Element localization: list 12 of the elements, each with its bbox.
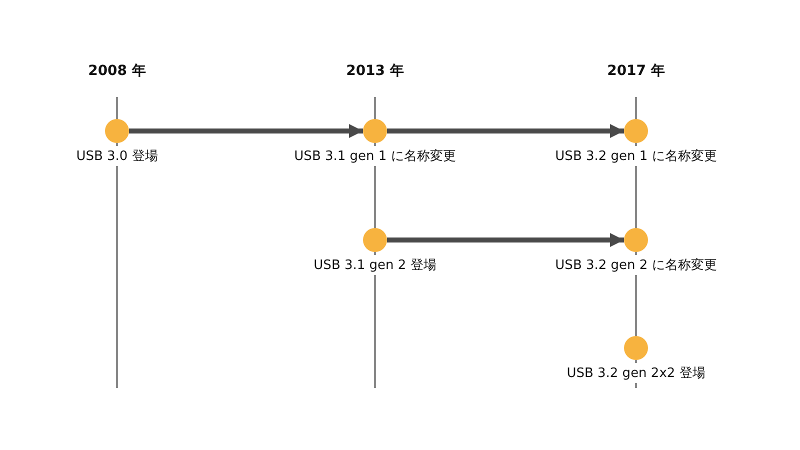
year-label: 2013 年 [346,62,404,80]
milestone-label: USB 3.2 gen 2x2 登場 [564,363,708,383]
arrow [387,233,624,247]
milestone-label: USB 3.0 登場 [74,146,160,166]
arrow [129,124,363,138]
year-label: 2008 年 [88,62,146,80]
year-label: 2017 年 [607,62,665,80]
milestone-label: USB 3.2 gen 1 に名称変更 [553,146,719,166]
milestone-label: USB 3.1 gen 2 登場 [312,255,438,275]
milestone-label: USB 3.1 gen 1 に名称変更 [292,146,458,166]
milestone-label: USB 3.2 gen 2 に名称変更 [553,255,719,275]
arrow [387,124,624,138]
